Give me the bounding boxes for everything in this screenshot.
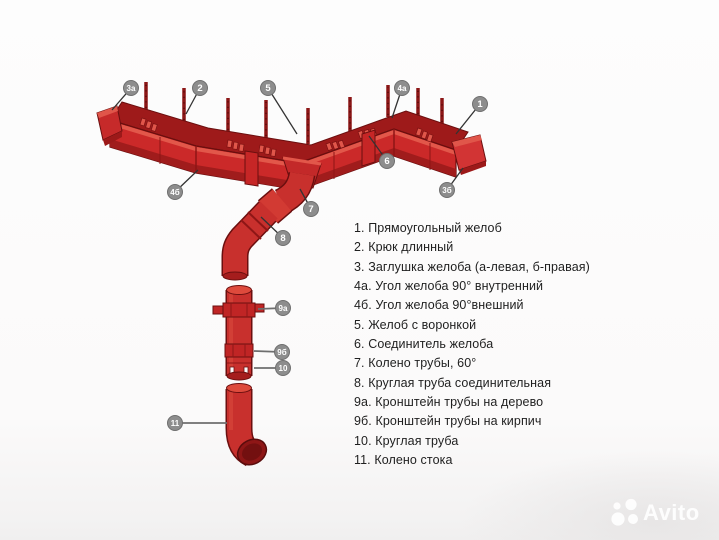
- legend-item: 2. Крюк длинный: [354, 240, 454, 255]
- callout-2: 2: [185, 80, 208, 115]
- callout-circle: [167, 415, 183, 431]
- downpipe-upper: [221, 171, 316, 281]
- callout-4б: 4б: [167, 169, 199, 200]
- callout-label: 2: [197, 83, 202, 94]
- drain-elbow: [225, 383, 268, 467]
- callout-11: 11: [167, 415, 227, 431]
- callout-circle: [192, 80, 208, 96]
- callout-label: 4а: [398, 84, 407, 93]
- downpipe-middle: [212, 285, 265, 381]
- callout-label: 3а: [127, 84, 136, 93]
- leader-line: [267, 87, 298, 135]
- legend-item: 8. Круглая труба соединительная: [354, 375, 552, 390]
- legend-item: 6. Соединитель желоба: [354, 337, 494, 352]
- avito-logo-text: Avito: [643, 500, 700, 525]
- callout-5: 5: [260, 80, 298, 135]
- callout-circle: [394, 80, 410, 96]
- callout-label: 9б: [277, 348, 286, 357]
- pipe-bracket-brick: [224, 343, 254, 358]
- callout-10: 10: [254, 360, 291, 376]
- callout-4а: 4а: [391, 80, 410, 119]
- callout-label: 5: [265, 83, 271, 94]
- callout-circle: [275, 360, 291, 376]
- parts-legend: 1. Прямоугольный желоб 2. Крюк длинный 3. …: [354, 219, 590, 470]
- legend-item: 4а. Угол желоба 90° внутренний: [354, 279, 544, 294]
- callout-1: 1: [455, 96, 488, 135]
- callout-circle: [167, 184, 183, 200]
- callout-label: 9а: [279, 304, 288, 313]
- callout-label: 8: [280, 233, 285, 244]
- legend-item: 9а. Кронштейн трубы на дерево: [354, 395, 544, 410]
- avito-logo-icon: [611, 498, 638, 526]
- callout-label: 10: [279, 364, 288, 373]
- legend-item: 4б. Угол желоба 90°внешний: [354, 298, 524, 313]
- callout-circle: [379, 153, 395, 169]
- callout-label: 7: [308, 204, 313, 215]
- legend-item: 9б. Кронштейн трубы на кирпич: [354, 414, 542, 429]
- legend-item: 5. Желоб с воронкой: [354, 317, 477, 332]
- callout-label: 6: [384, 156, 389, 167]
- end-cap-right: [451, 134, 487, 175]
- callout-3б: 3б: [439, 167, 464, 198]
- callout-circle: [472, 96, 488, 112]
- callout-label: 11: [171, 419, 180, 428]
- callout-circle: [439, 182, 455, 198]
- callout-3а: 3а: [111, 80, 139, 111]
- callout-6: 6: [368, 135, 395, 169]
- callout-label: 1: [477, 99, 483, 110]
- callout-circle: [275, 300, 291, 316]
- callouts: 3а 2 5 4а 1 4б 6 3б 7 8 9а 9б 10 11: [111, 80, 488, 431]
- callout-circle: [303, 201, 319, 217]
- callout-9б: 9б: [253, 344, 290, 360]
- callout-label: 4б: [170, 188, 179, 197]
- pipe-bracket-wood: [212, 302, 265, 318]
- callout-circle: [274, 344, 290, 360]
- legend-item: 10. Круглая труба: [354, 433, 459, 448]
- callout-8: 8: [260, 216, 291, 246]
- avito-watermark: Avito: [608, 495, 700, 531]
- legend-item: 3. Заглушка желоба (а-левая, б-правая): [354, 259, 590, 274]
- callout-circle: [123, 80, 139, 96]
- callout-7: 7: [299, 188, 319, 217]
- callout-label: 3б: [442, 186, 451, 195]
- callout-circle: [260, 80, 276, 96]
- callout-circle: [275, 230, 291, 246]
- legend-item: 11. Колено стока: [354, 453, 453, 468]
- gutter-hooks: [144, 82, 444, 144]
- legend-item: 1. Прямоугольный желоб: [354, 221, 502, 235]
- callout-9а: 9а: [257, 300, 291, 316]
- background-shade: [459, 450, 719, 540]
- legend-item: 7. Колено трубы, 60°: [354, 356, 477, 371]
